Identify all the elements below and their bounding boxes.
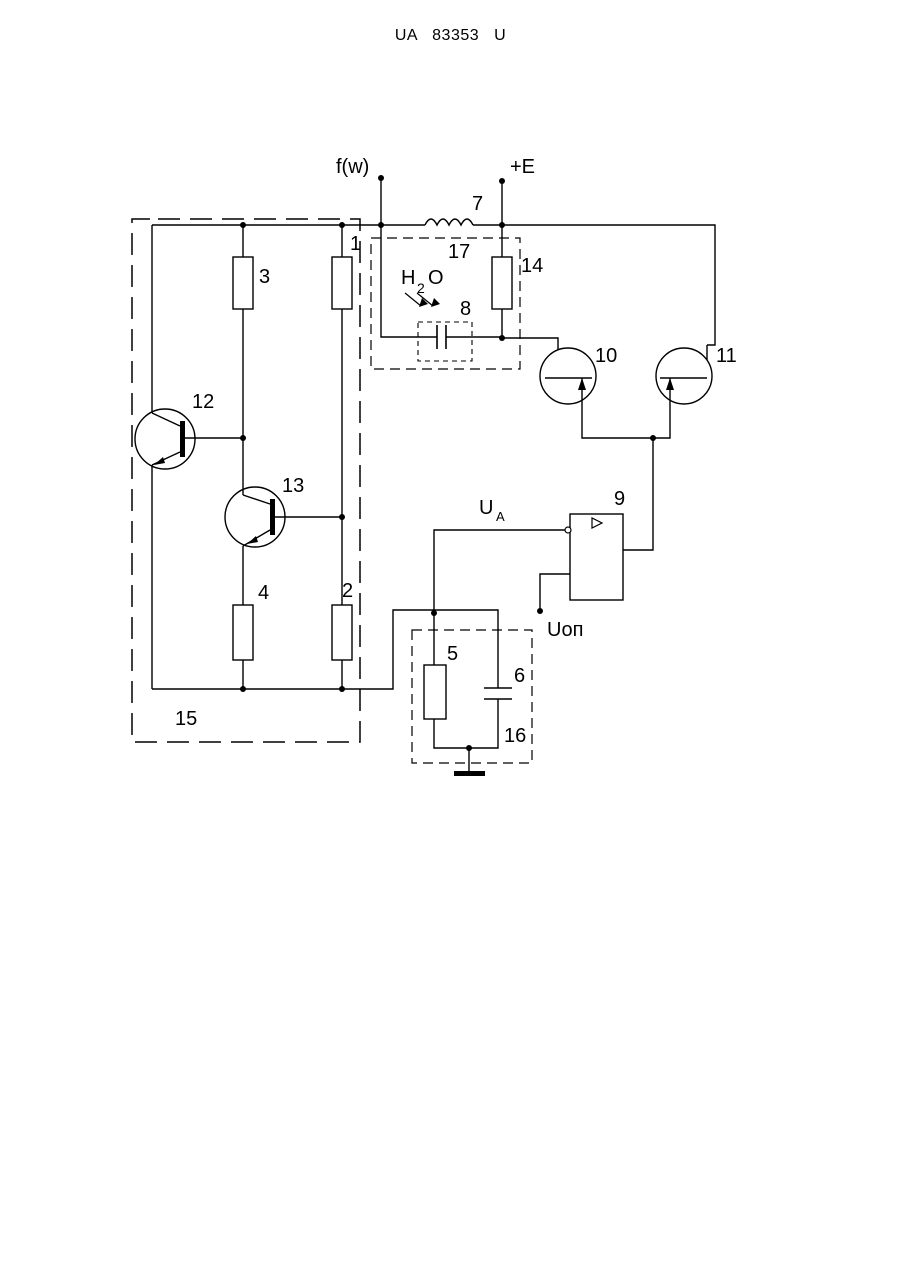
label-transistor-12: 12: [192, 391, 214, 413]
comparator-9-body: [570, 514, 623, 600]
label-resistor-4: 4: [258, 582, 269, 604]
resistor-5: [424, 665, 446, 719]
ground-bar: [454, 771, 485, 776]
label-resistor-5: 5: [447, 643, 458, 665]
label-voltage-a-sub: A: [496, 509, 505, 524]
resistor-3: [233, 257, 253, 309]
label-inductor-7: 7: [472, 193, 483, 215]
label-block-16: 16: [504, 725, 526, 747]
label-transistor-11: 11: [716, 345, 737, 367]
fw-wire: [381, 178, 418, 337]
comparator-symbol: [592, 518, 602, 528]
resistor-4: [233, 605, 253, 660]
label-resistor-1: 1: [350, 233, 361, 255]
resistor-1: [332, 257, 352, 309]
transistor-13-arrow: [247, 536, 258, 544]
label-sensor-8: 8: [460, 298, 471, 320]
label-resistor-3: 3: [259, 266, 270, 288]
block-15-border: [132, 219, 360, 742]
resistor-2: [332, 605, 352, 660]
transistor-11-arrow: [666, 378, 674, 390]
label-capacitor-6: 6: [514, 665, 525, 687]
label-comparator-9: 9: [614, 488, 625, 510]
transistor-13-base: [270, 499, 275, 535]
inductor-7: [425, 219, 473, 225]
rail-after-inductor: [473, 225, 715, 345]
capacitor-8-plates: [437, 325, 446, 349]
transistor-11-body: [656, 348, 712, 404]
label-transistor-10: 10: [595, 345, 617, 367]
label-voltage-a: U: [479, 497, 493, 519]
label-water-h: H: [401, 267, 415, 289]
label-transistor-13: 13: [282, 475, 304, 497]
transistor-10-body: [540, 348, 596, 404]
transistor-12-arrow: [154, 457, 165, 465]
transistor-12-body: [135, 409, 195, 469]
label-freq-out: f(w): [336, 156, 369, 178]
label-water-sub: 2: [417, 280, 425, 296]
transistor-10-arrow: [578, 378, 586, 390]
capacitor-6-plates: [484, 688, 512, 699]
label-reference-voltage: Uоп: [547, 619, 583, 641]
comparator-inverting-input: [565, 527, 571, 533]
label-block-15: 15: [175, 708, 197, 730]
label-water-o: O: [428, 267, 444, 289]
label-supply: +E: [510, 156, 535, 178]
transistor-12-base: [180, 421, 185, 457]
label-block-17: 17: [448, 241, 470, 263]
sensor-8-box: [418, 322, 472, 361]
label-resistor-14: 14: [521, 255, 543, 277]
resistor-14: [492, 257, 512, 309]
label-resistor-2: 2: [342, 580, 353, 602]
